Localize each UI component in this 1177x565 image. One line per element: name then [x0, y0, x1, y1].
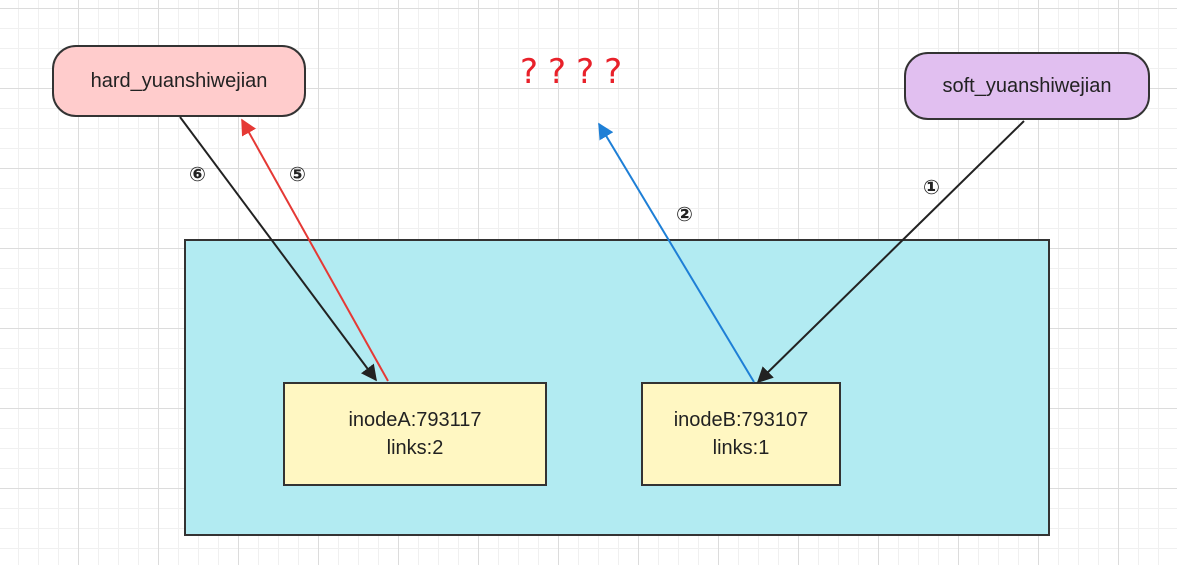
arrow-1-soft-to-inode-b	[756, 120, 1025, 384]
hard-link-node: hard_yuanshiwejian	[52, 45, 306, 117]
arrow-6-hard-to-inode-a	[179, 116, 377, 382]
step-6-label: ⑥	[189, 162, 206, 186]
inode-a-id: inodeA:793117	[348, 409, 482, 431]
arrow-5-inode-a-to-hard	[241, 118, 389, 382]
step-1-label: ①	[923, 175, 940, 199]
inode-b-box: inodeB:793107 links:1	[641, 382, 841, 486]
inode-a-links: links:2	[386, 437, 444, 459]
inode-b-links: links:1	[712, 437, 770, 459]
soft-link-label: soft_yuanshiwejian	[942, 74, 1112, 97]
step-5-label: ⑤	[289, 162, 306, 186]
inode-b-id: inodeB:793107	[673, 409, 809, 431]
soft-link-node: soft_yuanshiwejian	[904, 52, 1150, 120]
unknown-target-marks: ????	[520, 52, 633, 92]
arrow-2-inode-b-to-unknown	[598, 122, 755, 383]
step-2-label: ②	[676, 202, 693, 226]
inode-a-box: inodeA:793117 links:2	[283, 382, 547, 486]
hard-link-label: hard_yuanshiwejian	[90, 69, 268, 92]
